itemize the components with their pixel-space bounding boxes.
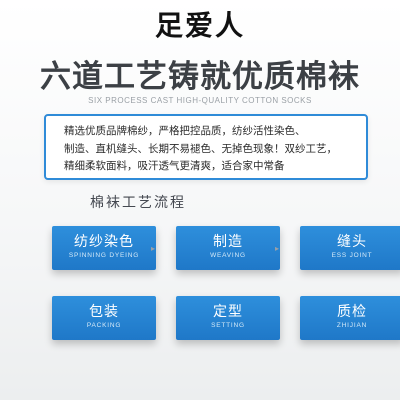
- headline: 六道工艺铸就优质棉袜: [40, 59, 360, 95]
- step-label-en: ESS JOINT: [331, 252, 373, 259]
- step-label: 纺纱染色: [74, 234, 134, 250]
- step-label-en: SPINNING DYEING: [68, 252, 140, 259]
- description-box: 精选优质品牌棉纱，严格把控品质，纺纱活性染色、 制造、直机缝头、长期不易褪色、无…: [44, 114, 368, 180]
- step-label: 包装: [89, 304, 119, 320]
- brand-name: 足爱人: [154, 9, 245, 42]
- step-spinning-dyeing: 纺纱染色 SPINNING DYEING: [52, 226, 156, 270]
- step-label: 缝头: [337, 234, 367, 250]
- step-ess-joint: 缝头 ESS JOINT: [300, 226, 400, 270]
- step-packing: 包装 PACKING: [52, 296, 156, 340]
- process-title: 棉袜工艺流程: [90, 195, 186, 211]
- step-quality-check: 质检 ZHIJIAN: [300, 296, 400, 340]
- arrow-right-icon: ▸: [151, 244, 156, 253]
- description-line: 制造、直机缝头、长期不易褪色、无掉色现象！双纱工艺，: [64, 142, 337, 155]
- step-label: 定型: [213, 304, 243, 320]
- description-line: 精细柔软面料，吸汗透气更清爽，适合家中常备: [64, 160, 285, 172]
- step-label-en: WEAVING: [210, 252, 246, 259]
- step-label-en: SETTING: [211, 322, 245, 329]
- step-weaving: 制造 WEAVING: [176, 226, 280, 270]
- step-label: 制造: [213, 234, 243, 250]
- step-label: 质检: [337, 304, 367, 320]
- arrow-right-icon: ▸: [275, 244, 280, 253]
- step-label-en: ZHIJIAN: [336, 322, 368, 329]
- step-setting: 定型 SETTING: [176, 296, 280, 340]
- description-line: 精选优质品牌棉纱，严格把控品质，纺纱活性染色、: [64, 125, 306, 137]
- subtitle: SIX PROCESS CAST HIGH-QUALITY COTTON SOC…: [88, 96, 312, 105]
- step-label-en: PACKING: [86, 322, 122, 329]
